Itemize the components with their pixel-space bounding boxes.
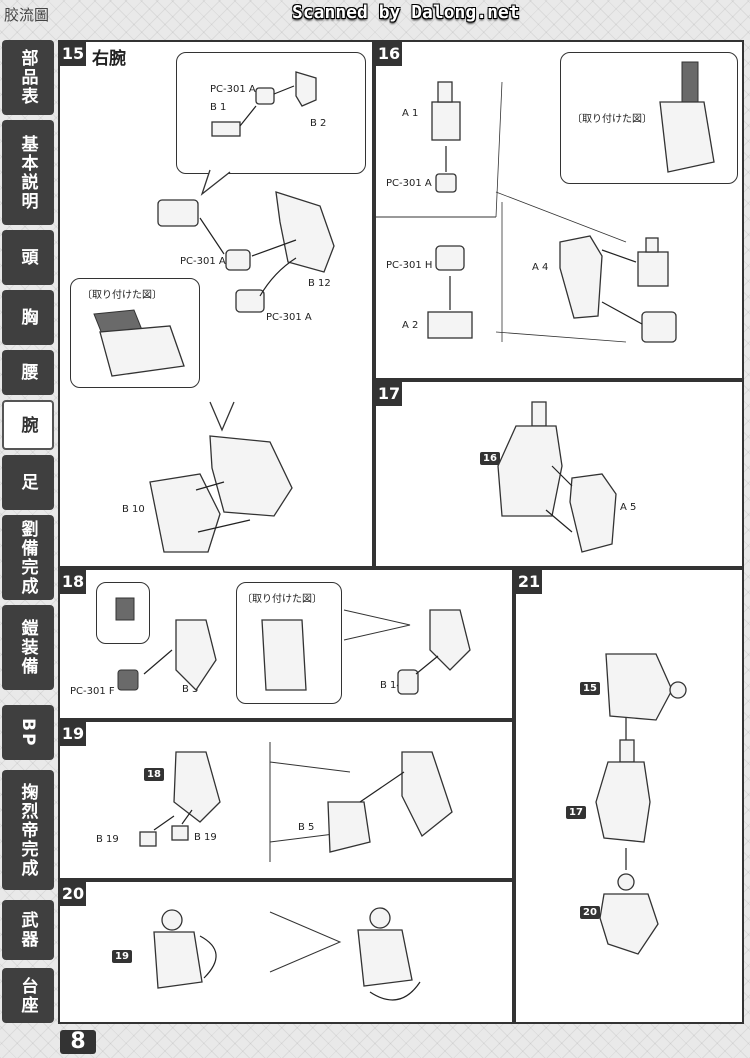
tab-bp[interactable]: BP: [2, 705, 54, 760]
tab-legs[interactable]: 足: [2, 455, 54, 510]
label-a1: A 1: [402, 108, 419, 119]
tab-base[interactable]: 台座: [2, 968, 54, 1023]
step-19-diagram: [139, 742, 453, 862]
label-b19-left: B 19: [96, 834, 119, 845]
step-21-number: 21: [516, 570, 542, 594]
step-21-diagram: [595, 653, 687, 955]
step-20-number: 20: [60, 882, 86, 906]
tab-chest[interactable]: 胸: [2, 290, 54, 345]
step-16-diagram: [376, 61, 715, 343]
step-15-diagram: [93, 71, 335, 553]
attached-view-label-18: 〔取り付けた図〕: [242, 594, 322, 605]
step-21-panel: 21 15 17 20: [514, 568, 744, 1024]
tab-head[interactable]: 頭: [2, 230, 54, 285]
label-b2: B 2: [310, 118, 327, 129]
label-b14: B 14: [380, 680, 403, 691]
label-a4: A 4: [532, 262, 549, 273]
step-18-number: 18: [60, 570, 86, 594]
step-18-panel: 18 〔取り付けた図〕 PC-301 F B 3 B 14: [58, 568, 514, 720]
step-16-number: 16: [376, 42, 402, 66]
label-pc301f: PC-301 F: [70, 686, 115, 697]
step-18-diagram: [115, 597, 471, 695]
label-b1: B 1: [210, 102, 227, 113]
label-pc301a-top: PC-301 A: [210, 84, 256, 95]
label-19-sub: 19: [112, 950, 132, 963]
step-15-number: 15: [60, 42, 86, 66]
attached-view-label: 〔取り付けた図〕: [82, 290, 162, 301]
tab-armor-equip[interactable]: 鎧装備: [2, 605, 54, 690]
manual-title: 胶流圖: [4, 6, 50, 24]
step-20-diagram: [153, 907, 421, 1001]
tab-basic-instructions[interactable]: 基本説明: [2, 120, 54, 225]
step-15-title: 右腕: [92, 49, 126, 69]
tab-weapons[interactable]: 武器: [2, 900, 54, 960]
label-pc301a-low: PC-301 A: [266, 312, 312, 323]
tab-arms[interactable]: 腕: [2, 400, 54, 450]
page-number: 8: [60, 1030, 96, 1054]
label-pc301a-16: PC-301 A: [386, 178, 432, 189]
tab-waist[interactable]: 腰: [2, 350, 54, 395]
label-b5: B 5: [298, 822, 315, 833]
step-19-number: 19: [60, 722, 86, 746]
label-15-sub: 15: [580, 682, 600, 695]
label-b19-right: B 19: [194, 832, 217, 843]
label-b12: B 12: [308, 278, 331, 289]
label-b3: B 3: [182, 684, 199, 695]
step-20-panel: 20 19: [58, 880, 514, 1024]
attached-view-label-16: 〔取り付けた図〕: [572, 114, 652, 125]
tab-emperor-complete[interactable]: 掬烈帝完成: [2, 770, 54, 890]
step-16-panel: 16 〔取り付けた図〕 A 1 PC-301 A PC-301 H A 2 A …: [374, 40, 744, 380]
label-a5: A 5: [620, 502, 637, 513]
label-pc301h: PC-301 H: [386, 260, 433, 271]
scan-credit: Scanned by Dalong.net: [292, 2, 520, 23]
label-20-sub: 20: [580, 906, 600, 919]
label-16-sub: 16: [480, 452, 500, 465]
tab-parts-list[interactable]: 部品表: [2, 40, 54, 115]
label-pc301a-mid: PC-301 A: [180, 256, 226, 267]
step-17-panel: 17 16 A 5: [374, 380, 744, 568]
tab-liubei-complete[interactable]: 劉備完成: [2, 515, 54, 600]
step-15-panel: 15 右腕 PC-301 A B 1 B 2 PC-301 A B 12 PC-…: [58, 40, 374, 568]
step-19-panel: 19 18 B 19 B 19 B 5: [58, 720, 514, 880]
step-17-diagram: [497, 401, 617, 553]
label-18-sub: 18: [144, 768, 164, 781]
label-a2: A 2: [402, 320, 419, 331]
label-17-sub: 17: [566, 806, 586, 819]
step-17-number: 17: [376, 382, 402, 406]
subassembly-callout: [176, 52, 366, 174]
label-b10: B 10: [122, 504, 145, 515]
